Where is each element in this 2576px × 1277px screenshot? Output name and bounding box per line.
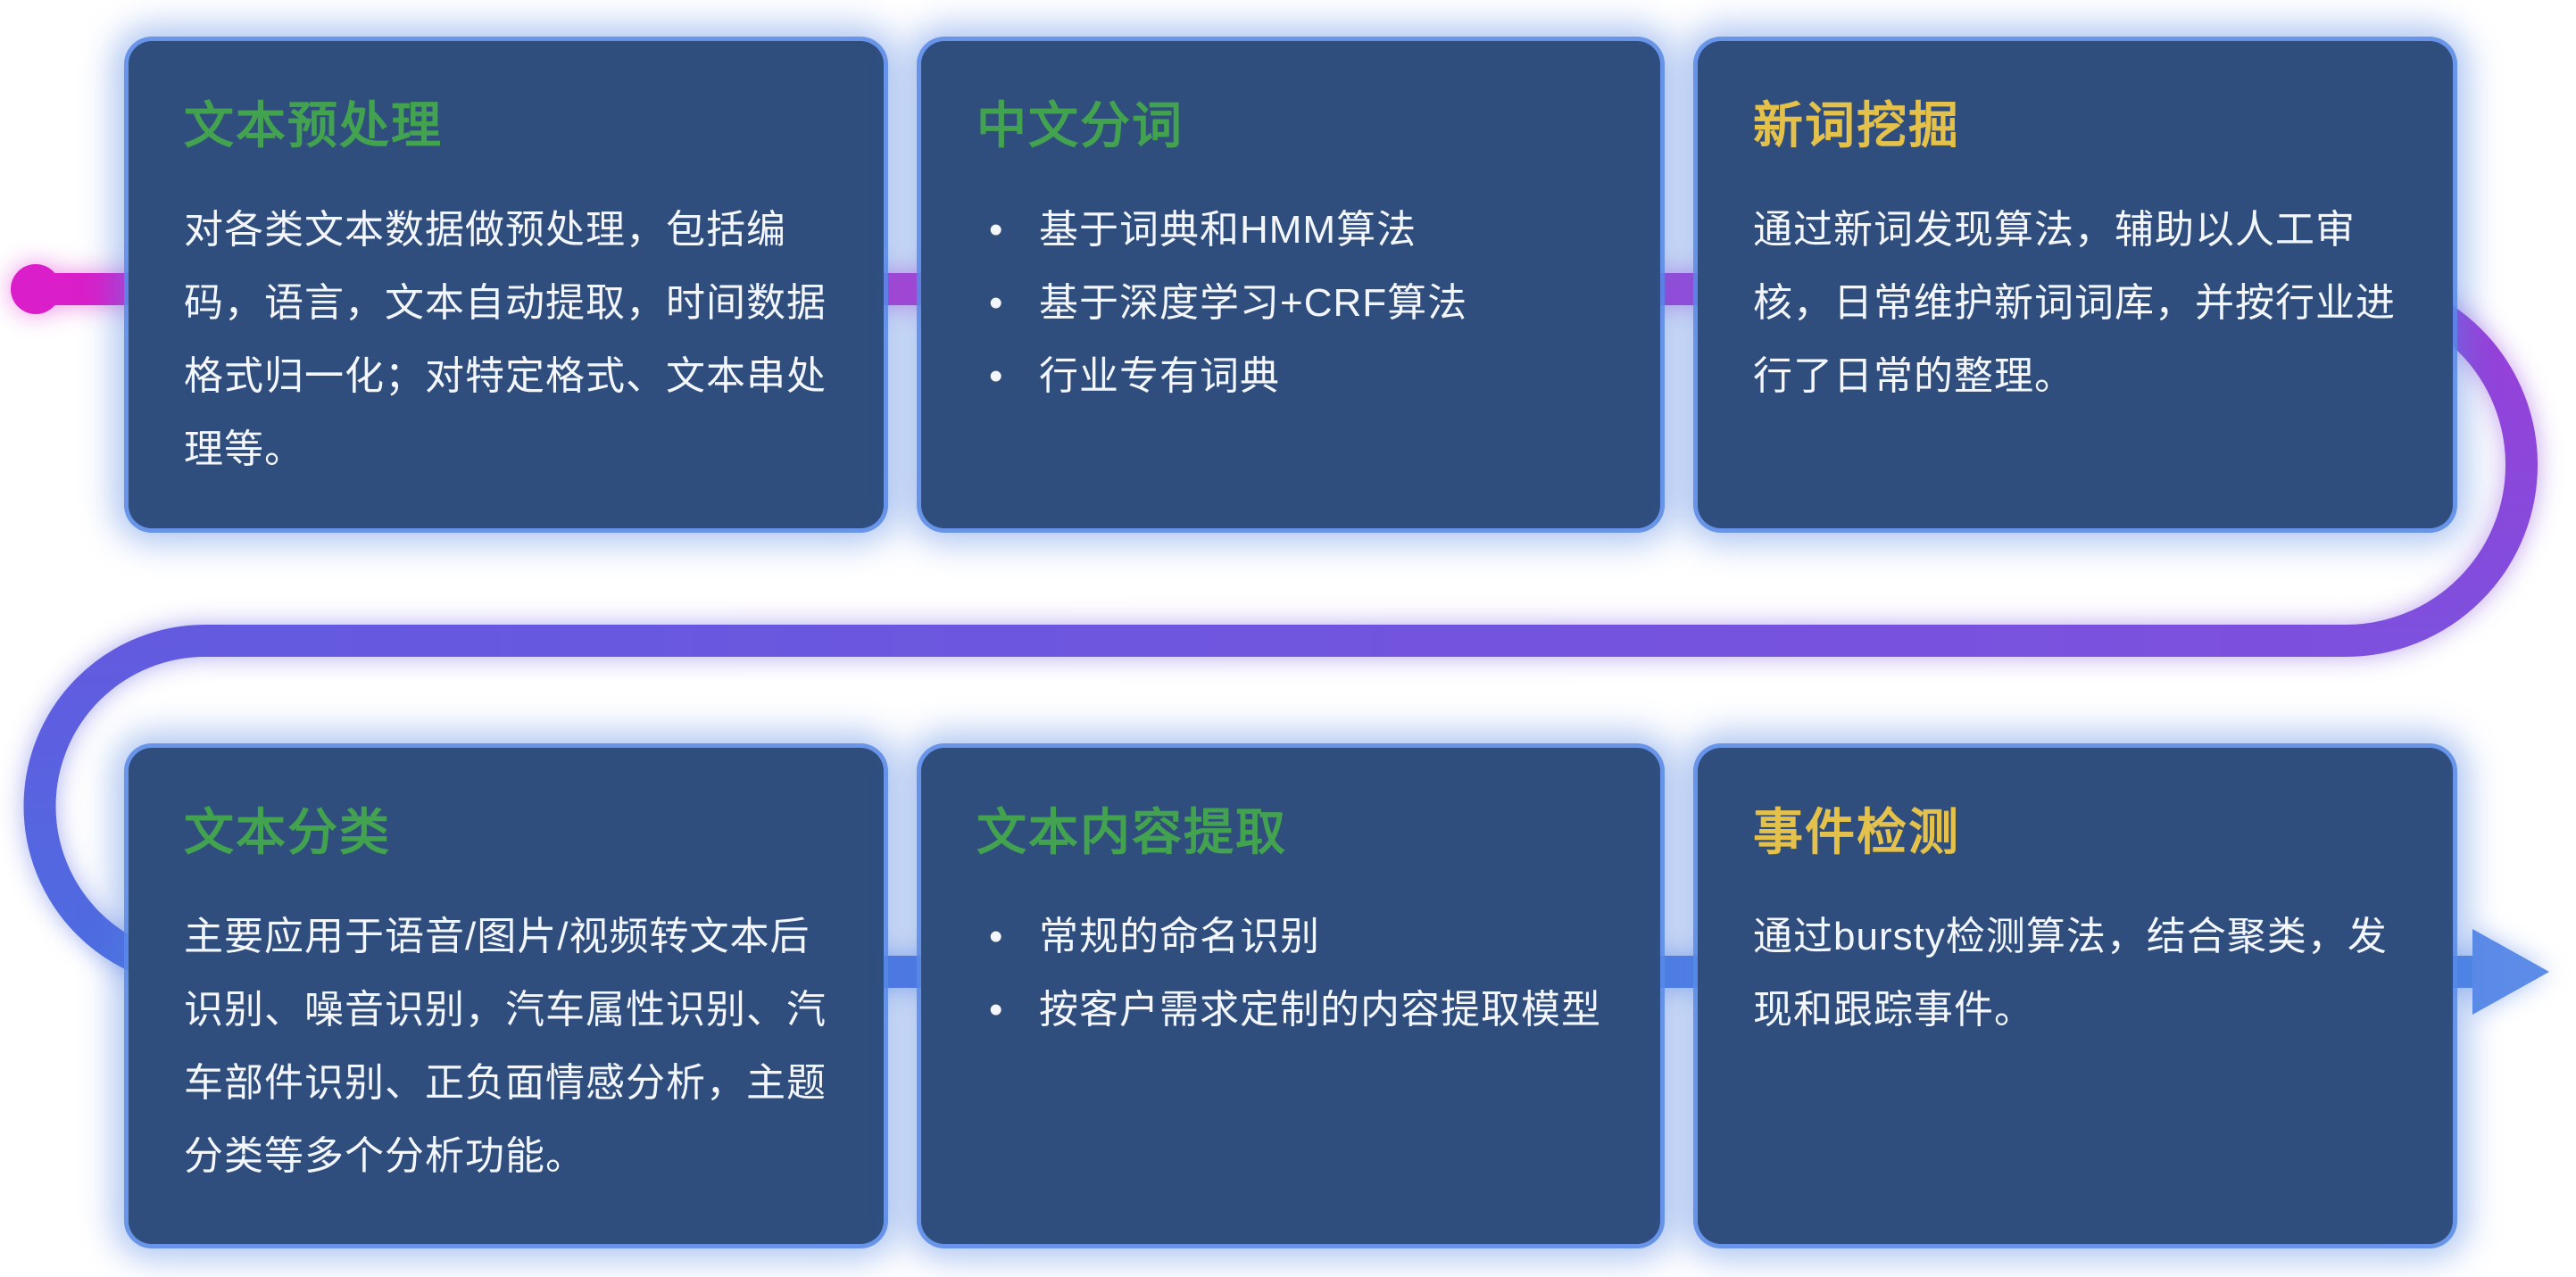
card-paragraph: 主要应用于语音/图片/视频转文本后识别、噪音识别，汽车属性识别、汽车部件识别、正… [184, 915, 827, 1178]
card-paragraph: 通过新词发现算法，辅助以人工审核，日常维护新词词库，并按行业进行了日常的整理。 [1753, 208, 2396, 398]
card-title: 中文分词 [976, 97, 1184, 153]
card-body: 对各类文本数据做预处理，包括编码，语言，文本自动提取，时间数据格式归一化；对特定… [184, 194, 830, 486]
bullet-item: 基于深度学习+CRF算法 [976, 267, 1607, 340]
bullet-item: 按客户需求定制的内容提取模型 [976, 974, 1607, 1047]
card-body: 主要应用于语音/图片/视频转文本后识别、噪音识别，汽车属性识别、汽车部件识别、正… [184, 900, 830, 1193]
card-body: 常规的命名识别按客户需求定制的内容提取模型 [976, 900, 1607, 1047]
card-paragraph: 对各类文本数据做预处理，包括编码，语言，文本自动提取，时间数据格式归一化；对特定… [184, 208, 827, 471]
bullet-item: 基于词典和HMM算法 [976, 194, 1607, 267]
bullet-list: 常规的命名识别按客户需求定制的内容提取模型 [976, 900, 1607, 1047]
card-title: 新词挖掘 [1753, 97, 1960, 153]
card-new-word-mining: 新词挖掘 通过新词发现算法，辅助以人工审核，日常维护新词词库，并按行业进行了日常… [1698, 41, 2453, 528]
card-title: 文本内容提取 [976, 804, 1287, 860]
card-content-extraction: 文本内容提取 常规的命名识别按客户需求定制的内容提取模型 [921, 748, 1660, 1244]
bullet-item: 常规的命名识别 [976, 900, 1607, 974]
card-text-preprocessing: 文本预处理 对各类文本数据做预处理，包括编码，语言，文本自动提取，时间数据格式归… [129, 41, 884, 528]
card-title: 文本分类 [184, 804, 391, 860]
card-body: 通过bursty检测算法，结合聚类，发现和跟踪事件。 [1753, 900, 2399, 1047]
bullet-list: 基于词典和HMM算法基于深度学习+CRF算法行业专有词典 [976, 194, 1607, 413]
card-paragraph: 通过bursty检测算法，结合聚类，发现和跟踪事件。 [1753, 915, 2388, 1032]
card-text-classification: 文本分类 主要应用于语音/图片/视频转文本后识别、噪音识别，汽车属性识别、汽车部… [129, 748, 884, 1244]
bullet-item: 行业专有词典 [976, 340, 1607, 413]
card-body: 基于词典和HMM算法基于深度学习+CRF算法行业专有词典 [976, 194, 1607, 413]
card-body: 通过新词发现算法，辅助以人工审核，日常维护新词词库，并按行业进行了日常的整理。 [1753, 194, 2399, 413]
card-chinese-segmentation: 中文分词 基于词典和HMM算法基于深度学习+CRF算法行业专有词典 [921, 41, 1660, 528]
card-title: 事件检测 [1753, 804, 1960, 860]
card-event-detection: 事件检测 通过bursty检测算法，结合聚类，发现和跟踪事件。 [1698, 748, 2453, 1244]
card-title: 文本预处理 [184, 97, 443, 153]
